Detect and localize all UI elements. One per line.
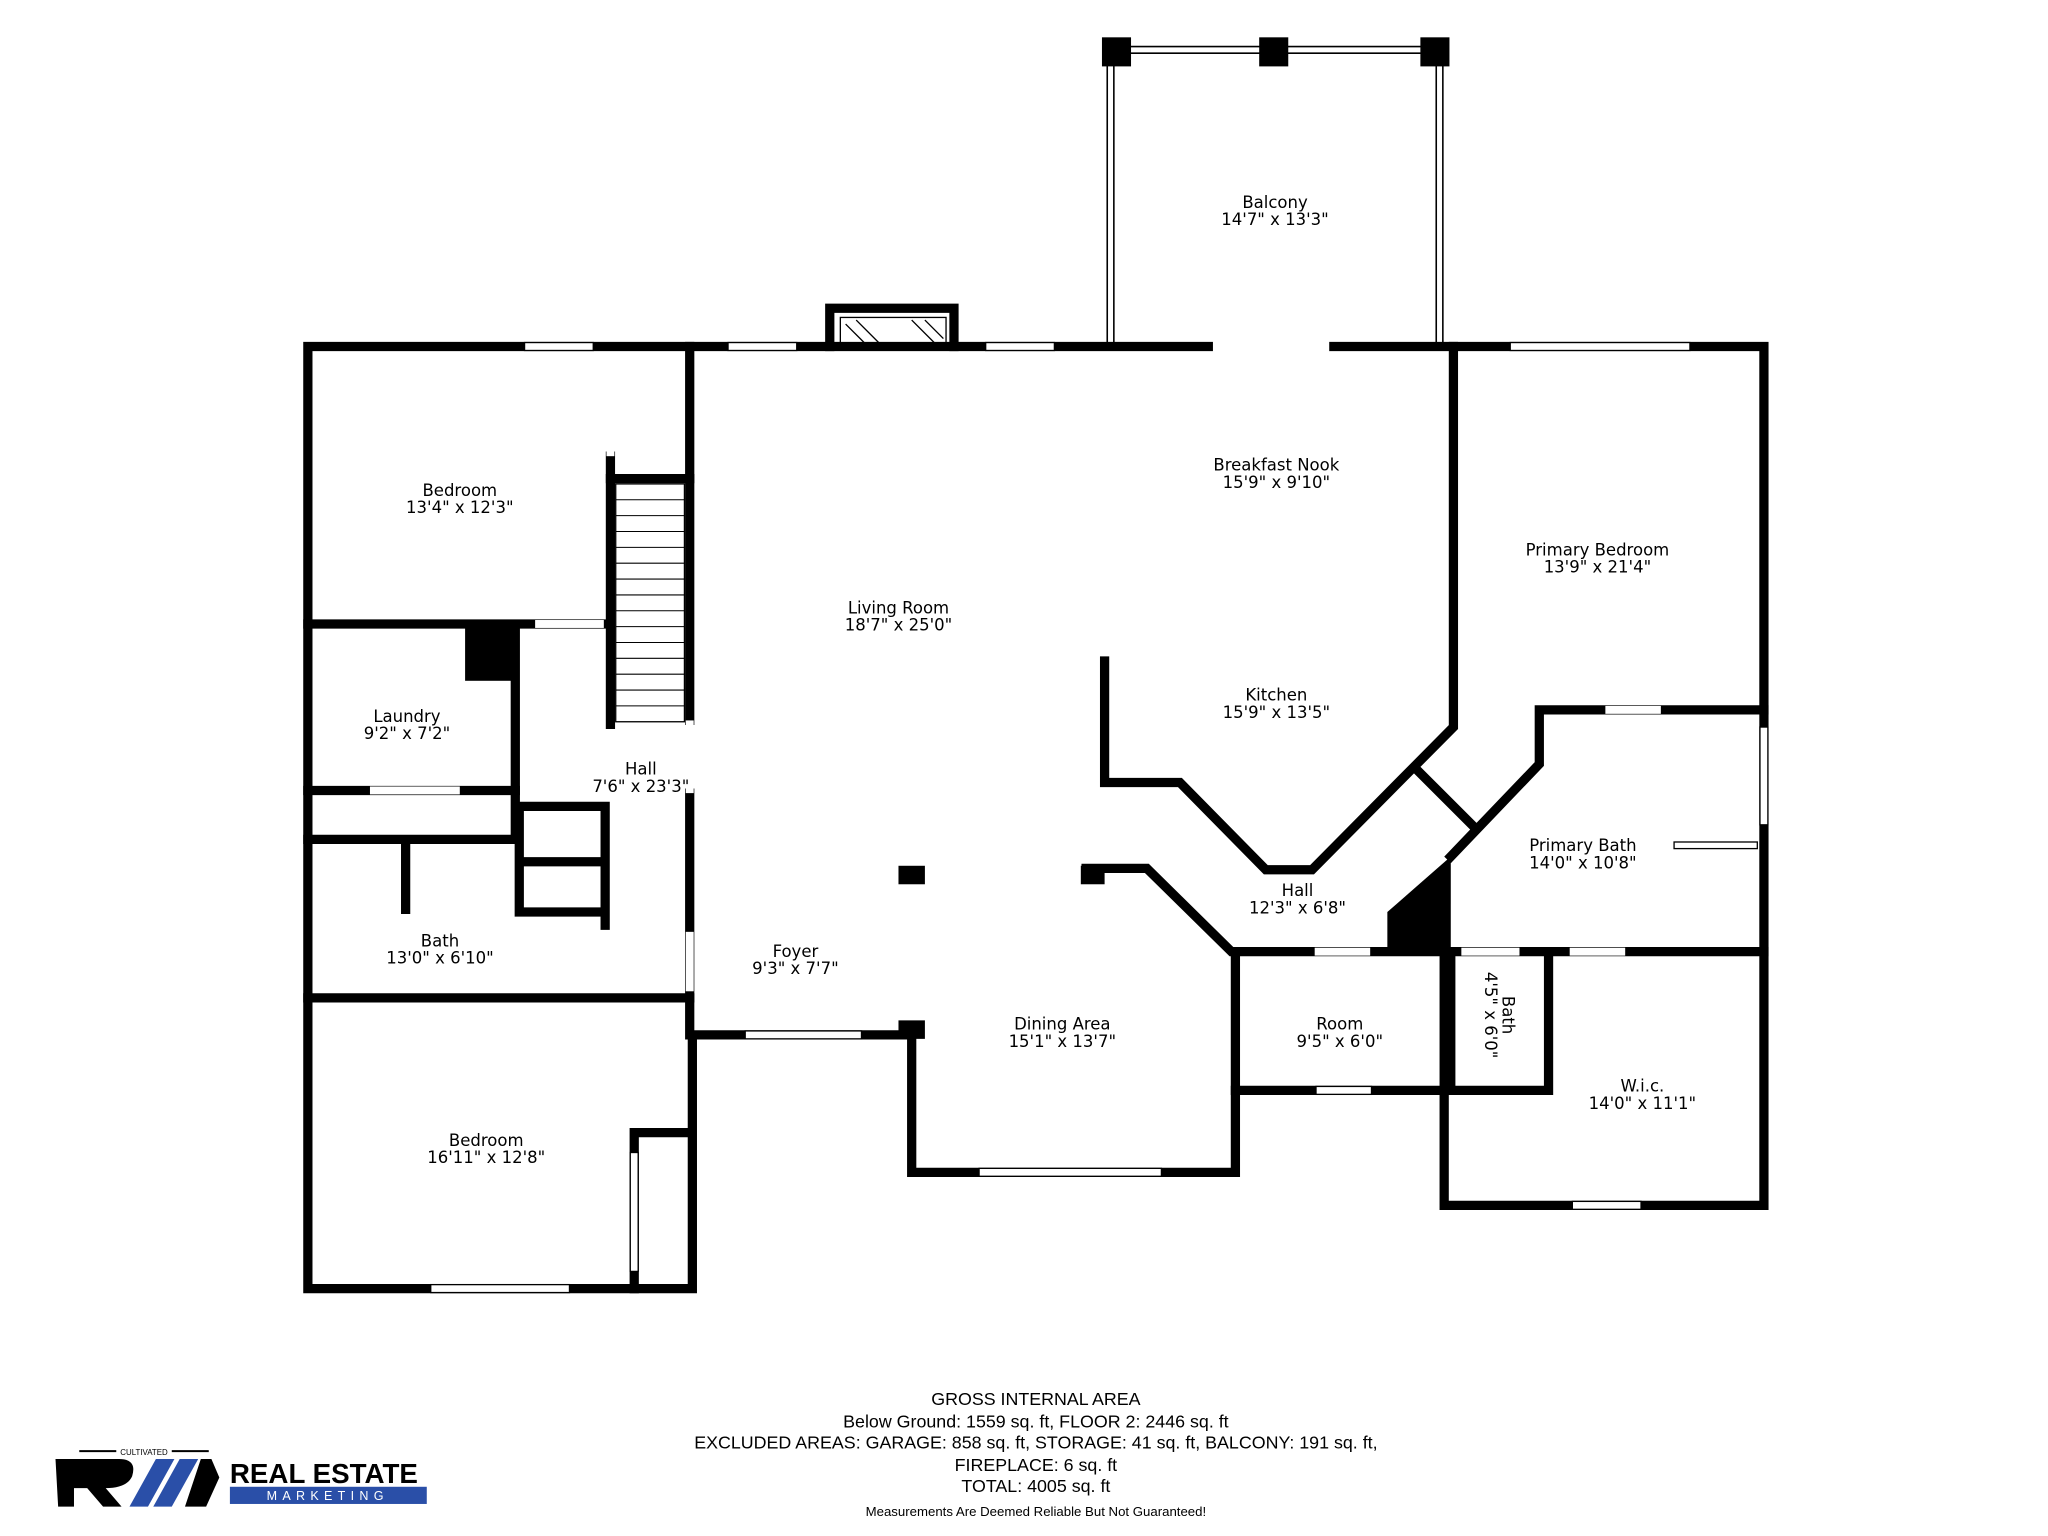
disclaimer: Measurements Are Deemed Reliable But Not… [866,1504,1207,1519]
room-name-bath-small: Bath [1498,996,1517,1034]
summary-line1: Below Ground: 1559 sq. ft, FLOOR 2: 2446… [843,1411,1229,1431]
summary-total: TOTAL: 4005 sq. ft [961,1476,1110,1496]
room-name-kitchen: Kitchen [1245,686,1307,705]
room-size-laundry: 9'2" x 7'2" [364,724,451,743]
logo-tagline: CULTIVATED [120,1448,168,1457]
room-size-wic: 14'0" x 11'1" [1589,1094,1697,1113]
room-size-bedroom-bottom: 16'11" x 12'8" [427,1148,545,1167]
room-name-bedroom-top: Bedroom [422,481,497,500]
room-name-room: Room [1316,1015,1363,1034]
room-size-bedroom-top: 13'4" x 12'3" [406,498,514,517]
room-size-primary-bedroom: 13'9" x 21'4" [1544,557,1652,576]
room-name-foyer: Foyer [773,942,819,961]
room-name-dining-area: Dining Area [1014,1015,1110,1034]
room-name-laundry: Laundry [373,707,440,726]
room-size-primary-bath: 14'0" x 10'8" [1529,853,1637,872]
room-name-bath-left: Bath [421,931,459,950]
room-name-primary-bath: Primary Bath [1529,836,1636,855]
windows [369,341,1769,1294]
room-name-living-room: Living Room [848,598,949,617]
walls [303,341,1769,1294]
room-name-wic: W.i.c. [1620,1077,1664,1096]
room-size-hall-left: 7'6" x 23'3" [592,777,689,796]
summary-line3: FIREPLACE: 6 sq. ft [955,1455,1118,1475]
room-labels: Balcony 14'7" x 13'3" Breakfast Nook 15'… [364,193,1696,1167]
logo-name: REAL ESTATE [230,1458,418,1489]
room-size-room: 9'5" x 6'0" [1297,1032,1383,1051]
area-summary: GROSS INTERNAL AREA Below Ground: 1559 s… [694,1389,1377,1519]
room-name-hall-center: Hall [1282,881,1314,900]
room-name-hall-left: Hall [625,760,657,779]
logo-sub: MARKETING [267,1489,389,1503]
room-size-balcony: 14'7" x 13'3" [1221,210,1329,229]
room-name-primary-bedroom: Primary Bedroom [1526,540,1670,559]
room-size-foyer: 9'3" x 7'7" [752,959,839,978]
room-size-bath-left: 13'0" x 6'10" [386,949,494,968]
company-logo: CULTIVATED REAL ESTATE MARKETING [55,1448,427,1507]
room-size-kitchen: 15'9" x 13'5" [1223,703,1331,722]
summary-line2: EXCLUDED AREAS: GARAGE: 858 sq. ft, STOR… [694,1432,1377,1452]
summary-title: GROSS INTERNAL AREA [931,1389,1140,1409]
room-size-breakfast-nook: 15'9" x 9'10" [1223,473,1331,492]
room-size-bath-small: 4'5" x 6'0" [1481,972,1500,1059]
fireplace [825,303,959,352]
room-size-hall-center: 12'3" x 6'8" [1249,898,1346,917]
room-size-living-room: 18'7" x 25'0" [845,616,953,635]
balcony-structure [1101,37,1450,347]
room-name-bedroom-bottom: Bedroom [449,1131,524,1150]
room-name-balcony: Balcony [1242,193,1308,212]
room-name-breakfast-nook: Breakfast Nook [1213,456,1339,475]
stairs [615,483,686,723]
room-size-dining-area: 15'1" x 13'7" [1009,1032,1117,1051]
